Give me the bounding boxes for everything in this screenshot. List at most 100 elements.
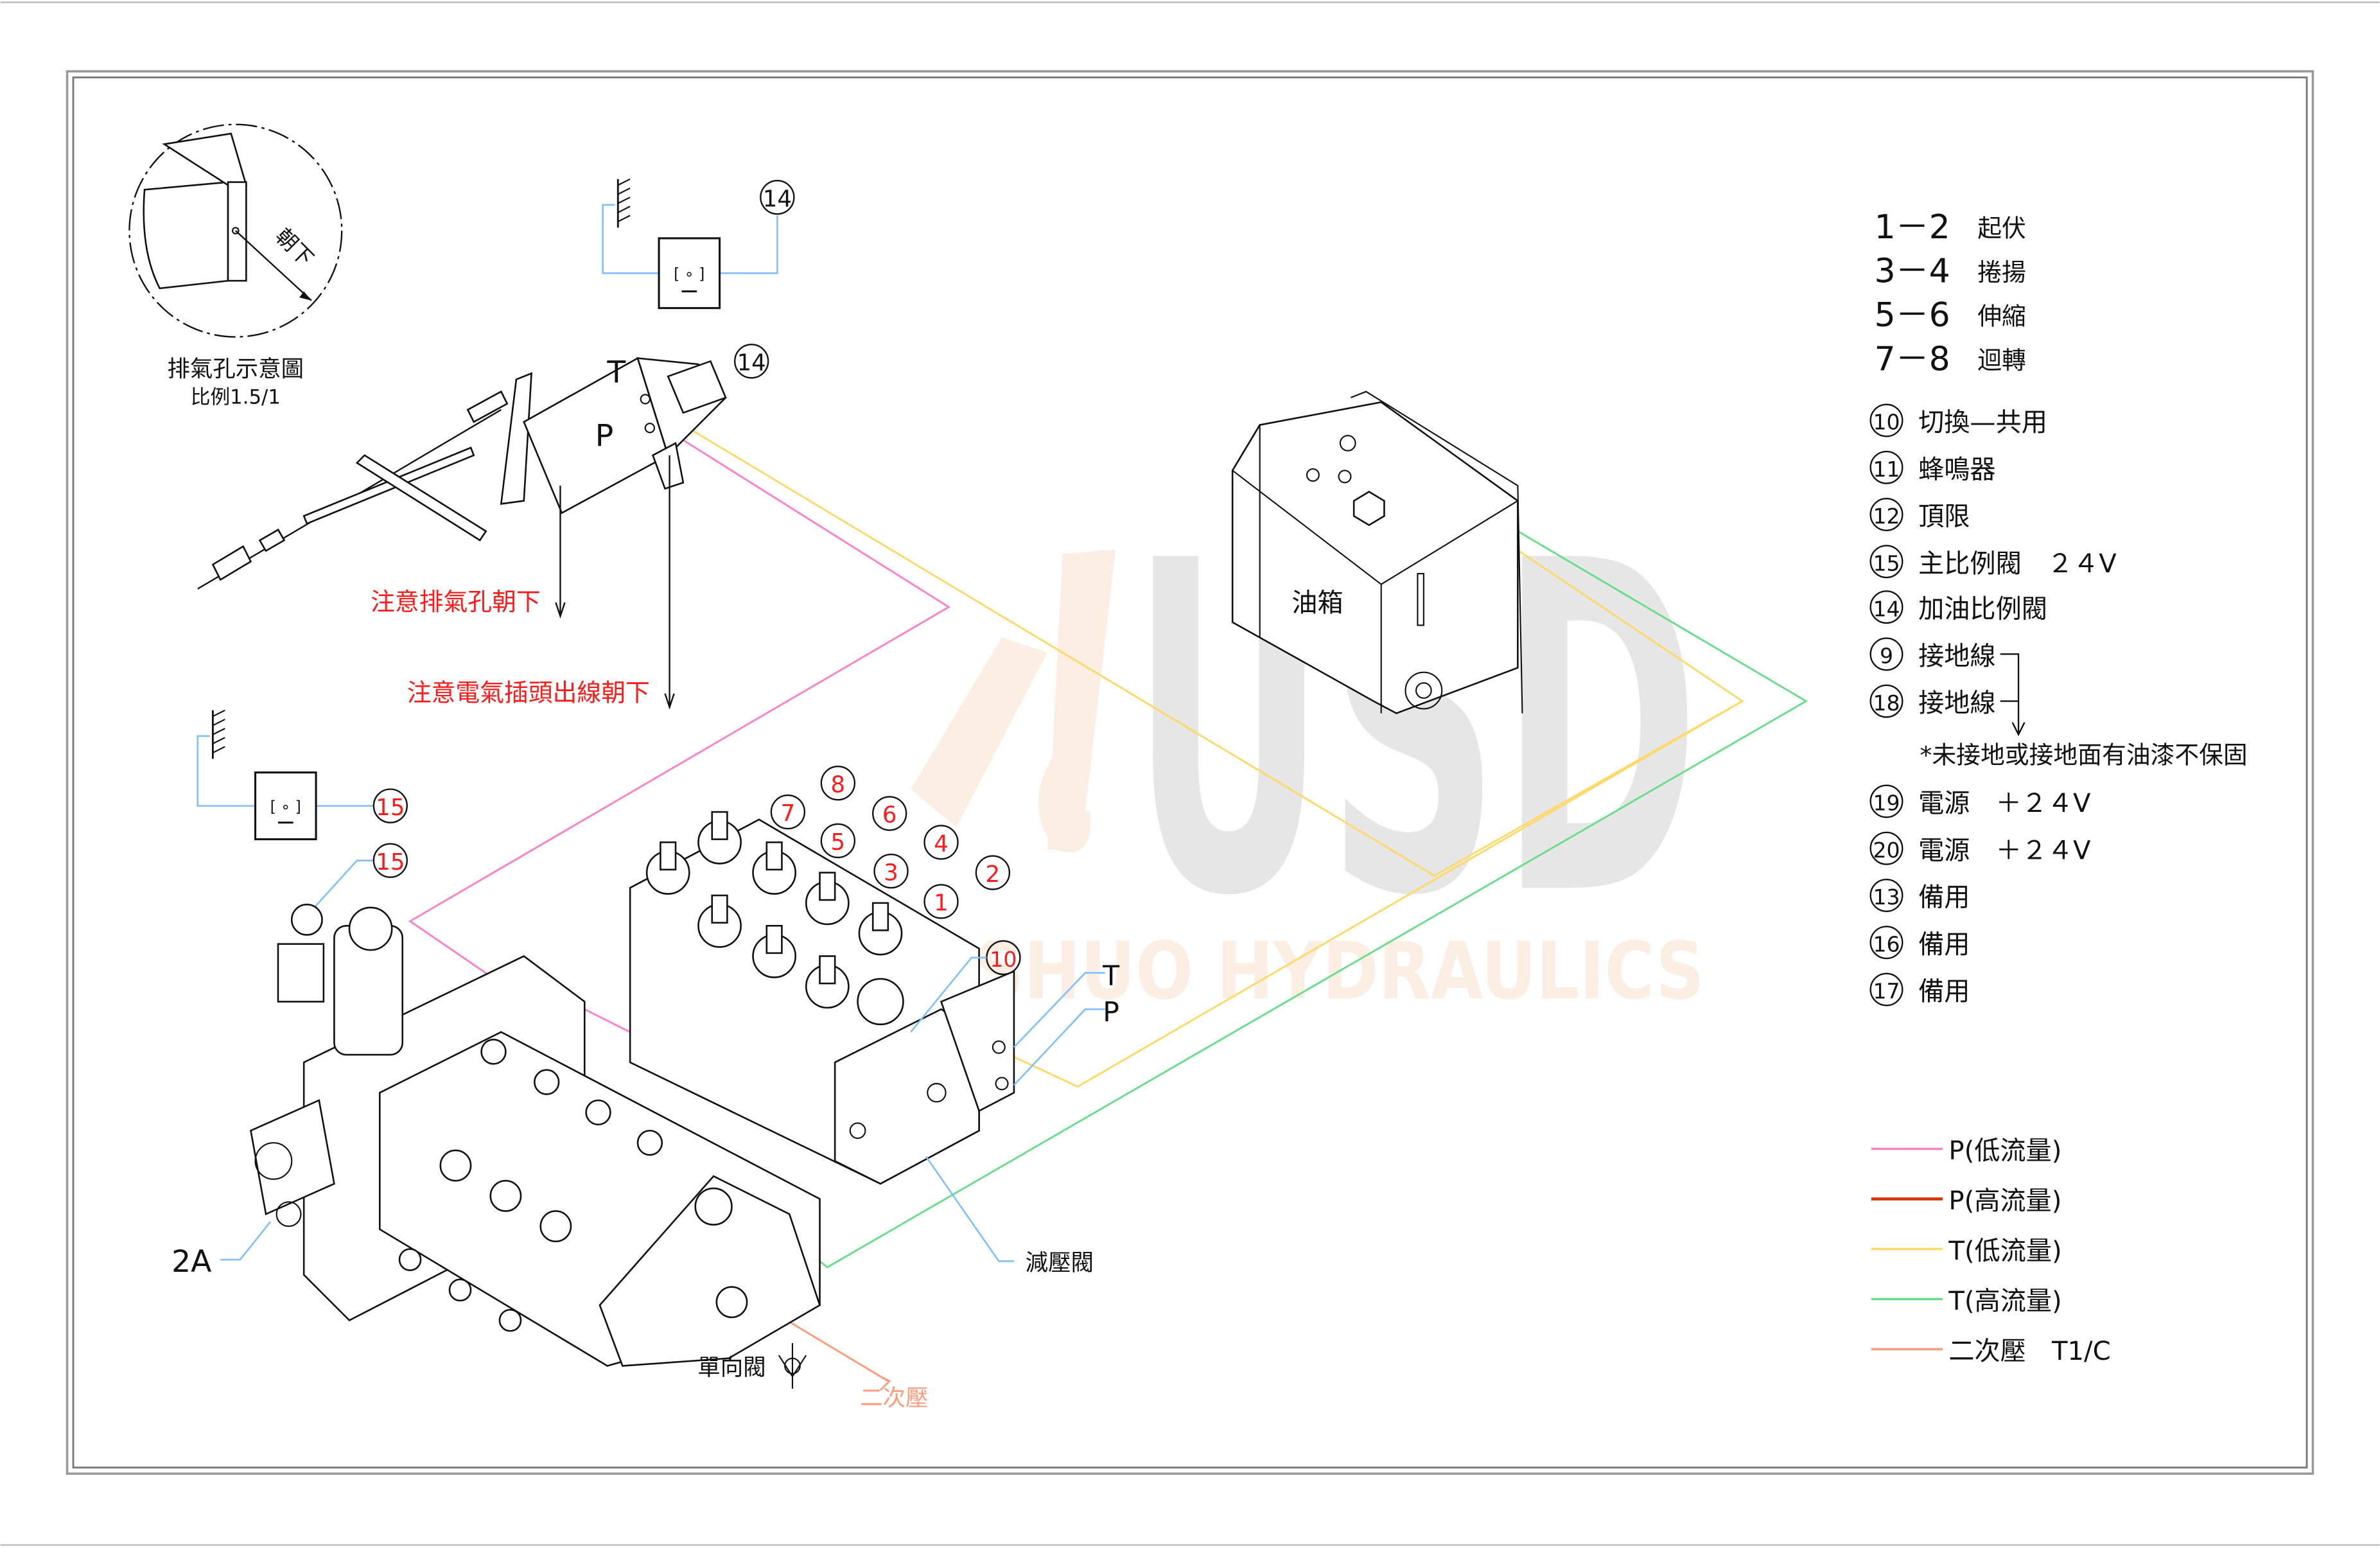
secondary-pressure-line xyxy=(781,1316,889,1382)
connector-box xyxy=(254,771,317,841)
legend-num: 9 xyxy=(1880,644,1893,669)
legend-line-label: P(低流量) xyxy=(1948,1136,2061,1166)
legend-text: 切換—共用 xyxy=(1918,408,2047,437)
legend-item: 11 蜂鳴器 xyxy=(1869,450,1996,484)
check-valve-icon xyxy=(778,1343,807,1389)
function-range: 7－8 xyxy=(1875,340,1950,379)
legend-item: 17 備用 xyxy=(1869,972,1970,1007)
function-range: 1－2 xyxy=(1875,208,1950,247)
drawing-frame-outer xyxy=(66,70,2314,1475)
note-plug-down: 注意電氣插頭出線朝下 xyxy=(407,679,650,707)
legend-line-label: 二次壓 T1/C xyxy=(1948,1337,2110,1366)
callout-15-schematic: 15 xyxy=(376,795,405,821)
legend-text: 蜂鳴器 xyxy=(1918,455,1995,484)
legend-item: 14 加油比例閥 xyxy=(1869,590,2047,624)
valve-t-port-label: T xyxy=(1102,960,1120,992)
pump-p-port-label: P xyxy=(595,419,613,454)
secondary-pressure-label: 二次壓 xyxy=(860,1385,928,1411)
legend-text: 加油比例閥 xyxy=(1918,595,2047,624)
vent-arrow-label: 朝下 xyxy=(271,224,319,271)
legend-num: 13 xyxy=(1873,884,1900,910)
legend-item: 15 主比例閥 ２４V xyxy=(1869,545,2117,579)
solenoid-schematic-14: [ ∘ ] 14 xyxy=(602,178,795,310)
note-vent-down: 注意排氣孔朝下 xyxy=(371,588,541,616)
ground-bracket-arrow-icon xyxy=(2000,653,2026,737)
legend-num: 12 xyxy=(1873,504,1900,529)
valve-p-port-label: P xyxy=(1103,997,1119,1028)
check-valve-label: 單向閥 xyxy=(697,1355,766,1381)
pump-t-port-label: T xyxy=(606,355,626,390)
legend-num: 15 xyxy=(1873,550,1900,576)
legend-num: 10 xyxy=(1873,410,1900,435)
legend-num: 19 xyxy=(1873,791,1900,816)
t-low-line xyxy=(690,428,1744,877)
callout-14-pump: 14 xyxy=(737,350,766,376)
legend-num: 16 xyxy=(1873,931,1900,956)
svg-text:[ ∘ ]: [ ∘ ] xyxy=(270,798,301,816)
drawing-frame-inner xyxy=(72,76,2308,1469)
function-name: 捲揚 xyxy=(1977,258,2026,286)
callout-10: 10 xyxy=(990,947,1017,972)
legend-num: 18 xyxy=(1873,690,1900,716)
callout-1: 1 xyxy=(934,890,949,917)
legend-item: 18 接地線 xyxy=(1869,684,1996,718)
callout-8: 8 xyxy=(831,771,846,798)
callout-3: 3 xyxy=(884,859,898,886)
vent-detail-title: 排氣孔示意圖 xyxy=(168,356,304,382)
legend-line-label: T(低流量) xyxy=(1948,1236,2061,1266)
function-range: 5－6 xyxy=(1875,296,1950,335)
ground-note: *未接地或接地面有油漆不保固 xyxy=(1920,741,2247,769)
legend-num: 11 xyxy=(1873,457,1900,482)
legend-line-label: P(高流量) xyxy=(1948,1186,2061,1216)
legend-item: 12 頂限 xyxy=(1869,497,1970,532)
connector-box xyxy=(658,237,721,310)
callout-14-schematic: 14 xyxy=(763,186,792,212)
svg-text:[ ∘ ]: [ ∘ ] xyxy=(674,265,704,283)
vent-detail-scale: 比例1.5/1 xyxy=(191,385,281,409)
legend-text: 電源 ＋２４V xyxy=(1918,789,2091,818)
watermark-logo: USD FU SHUO HYDRAULICS xyxy=(850,466,1704,1017)
legend-line-label: T(高流量) xyxy=(1948,1287,2061,1316)
solenoid-schematic-15: [ ∘ ] 15 xyxy=(197,709,408,841)
valve-bank: 15 xyxy=(171,766,1120,1411)
legend-text: 備用 xyxy=(1918,930,1970,960)
port-2a-label: 2A xyxy=(171,1244,211,1280)
pump-assembly: T P 14 xyxy=(197,344,769,710)
legend-item: 20 電源 ＋２４V xyxy=(1869,831,2091,865)
ground-symbol-icon xyxy=(211,709,225,759)
legend-text: 電源 ＋２４V xyxy=(1918,836,2091,865)
legend-num: 14 xyxy=(1873,596,1900,621)
legend-item: 10 切換—共用 xyxy=(1869,403,2047,437)
valve-callouts: 8 7 6 5 4 3 2 1 10 xyxy=(770,766,1021,976)
callout-2: 2 xyxy=(986,861,1001,888)
legend-text: 主比例閥 ２４V xyxy=(1918,549,2117,579)
legend-item: 9 接地線 xyxy=(1869,637,1996,671)
function-name: 起伏 xyxy=(1977,215,2026,243)
callout-7: 7 xyxy=(781,800,796,827)
function-legend: 1－2 起伏 3－4 捲揚 5－6 伸縮 7－8 迴轉 xyxy=(1875,208,2026,379)
vent-detail: 朝下 排氣孔示意圖 比例1.5/1 xyxy=(128,123,343,409)
reducing-valve-label: 減壓閥 xyxy=(1026,1250,1094,1276)
callout-6: 6 xyxy=(882,802,897,829)
legend-item: 16 備用 xyxy=(1869,926,1970,960)
function-range: 3－4 xyxy=(1875,252,1950,290)
function-name: 伸縮 xyxy=(1977,303,2026,331)
ground-symbol-icon xyxy=(617,178,631,228)
callout-5: 5 xyxy=(831,829,846,856)
line-type-legend: P(低流量) P(高流量) T(低流量) T(高流量) 二次壓 T1/C xyxy=(1871,1136,2111,1366)
legend-text: 接地線 xyxy=(1918,689,1995,718)
legend-text: 備用 xyxy=(1918,977,1970,1007)
legend-num: 20 xyxy=(1873,838,1900,863)
legend-text: 頂限 xyxy=(1918,502,1970,532)
callout-4: 4 xyxy=(934,831,949,858)
legend-text: 接地線 xyxy=(1918,642,1995,671)
callout-15-solenoid: 15 xyxy=(376,849,405,875)
function-name: 迴轉 xyxy=(1977,346,2026,374)
legend-item: 19 電源 ＋２４V xyxy=(1869,784,2091,818)
legend-num: 17 xyxy=(1873,979,1900,1004)
tank-label: 油箱 xyxy=(1291,588,1343,618)
oil-tank: 油箱 xyxy=(1231,391,1523,714)
